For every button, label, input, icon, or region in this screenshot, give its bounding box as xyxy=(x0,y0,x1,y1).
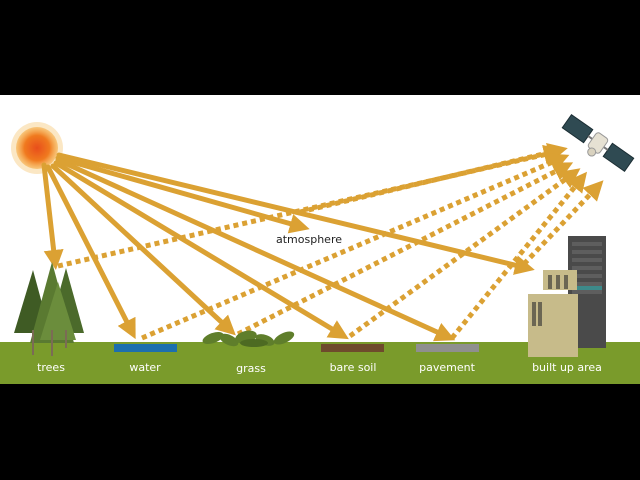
ray-to-water xyxy=(45,164,136,340)
sun-icon xyxy=(11,122,63,174)
bottom-letterbox xyxy=(0,384,640,480)
label-built-up-area: built up area xyxy=(532,361,602,374)
reflection-pavement xyxy=(450,171,588,340)
trees-illustration xyxy=(14,262,84,356)
label-grass: grass xyxy=(236,362,266,375)
label-pavement: pavement xyxy=(419,361,475,374)
buildings-illustration xyxy=(528,236,606,357)
ray-to-atmosphere xyxy=(55,155,310,234)
label-bare-soil: bare soil xyxy=(330,361,377,374)
pavement-surface xyxy=(416,344,479,352)
ray-to-bare-soil xyxy=(53,160,349,340)
label-water: water xyxy=(129,361,161,374)
grass-illustration xyxy=(202,330,295,347)
top-letterbox xyxy=(0,0,640,95)
reflected-rays xyxy=(57,143,604,341)
reflection-bare-soil xyxy=(348,168,581,339)
label-trees: trees xyxy=(37,361,65,374)
atmosphere-label: atmosphere xyxy=(276,233,342,246)
reflection-trees xyxy=(57,144,564,269)
ray-to-pavement xyxy=(55,157,456,342)
reflection-water xyxy=(141,153,570,341)
bare-soil-surface xyxy=(321,344,384,352)
satellite-icon xyxy=(561,113,635,173)
reflection-grass xyxy=(236,162,574,337)
ray-to-trees xyxy=(41,162,64,270)
water-surface xyxy=(114,344,177,352)
ray-to-built-up-area xyxy=(56,152,535,275)
incident-rays xyxy=(41,152,535,342)
